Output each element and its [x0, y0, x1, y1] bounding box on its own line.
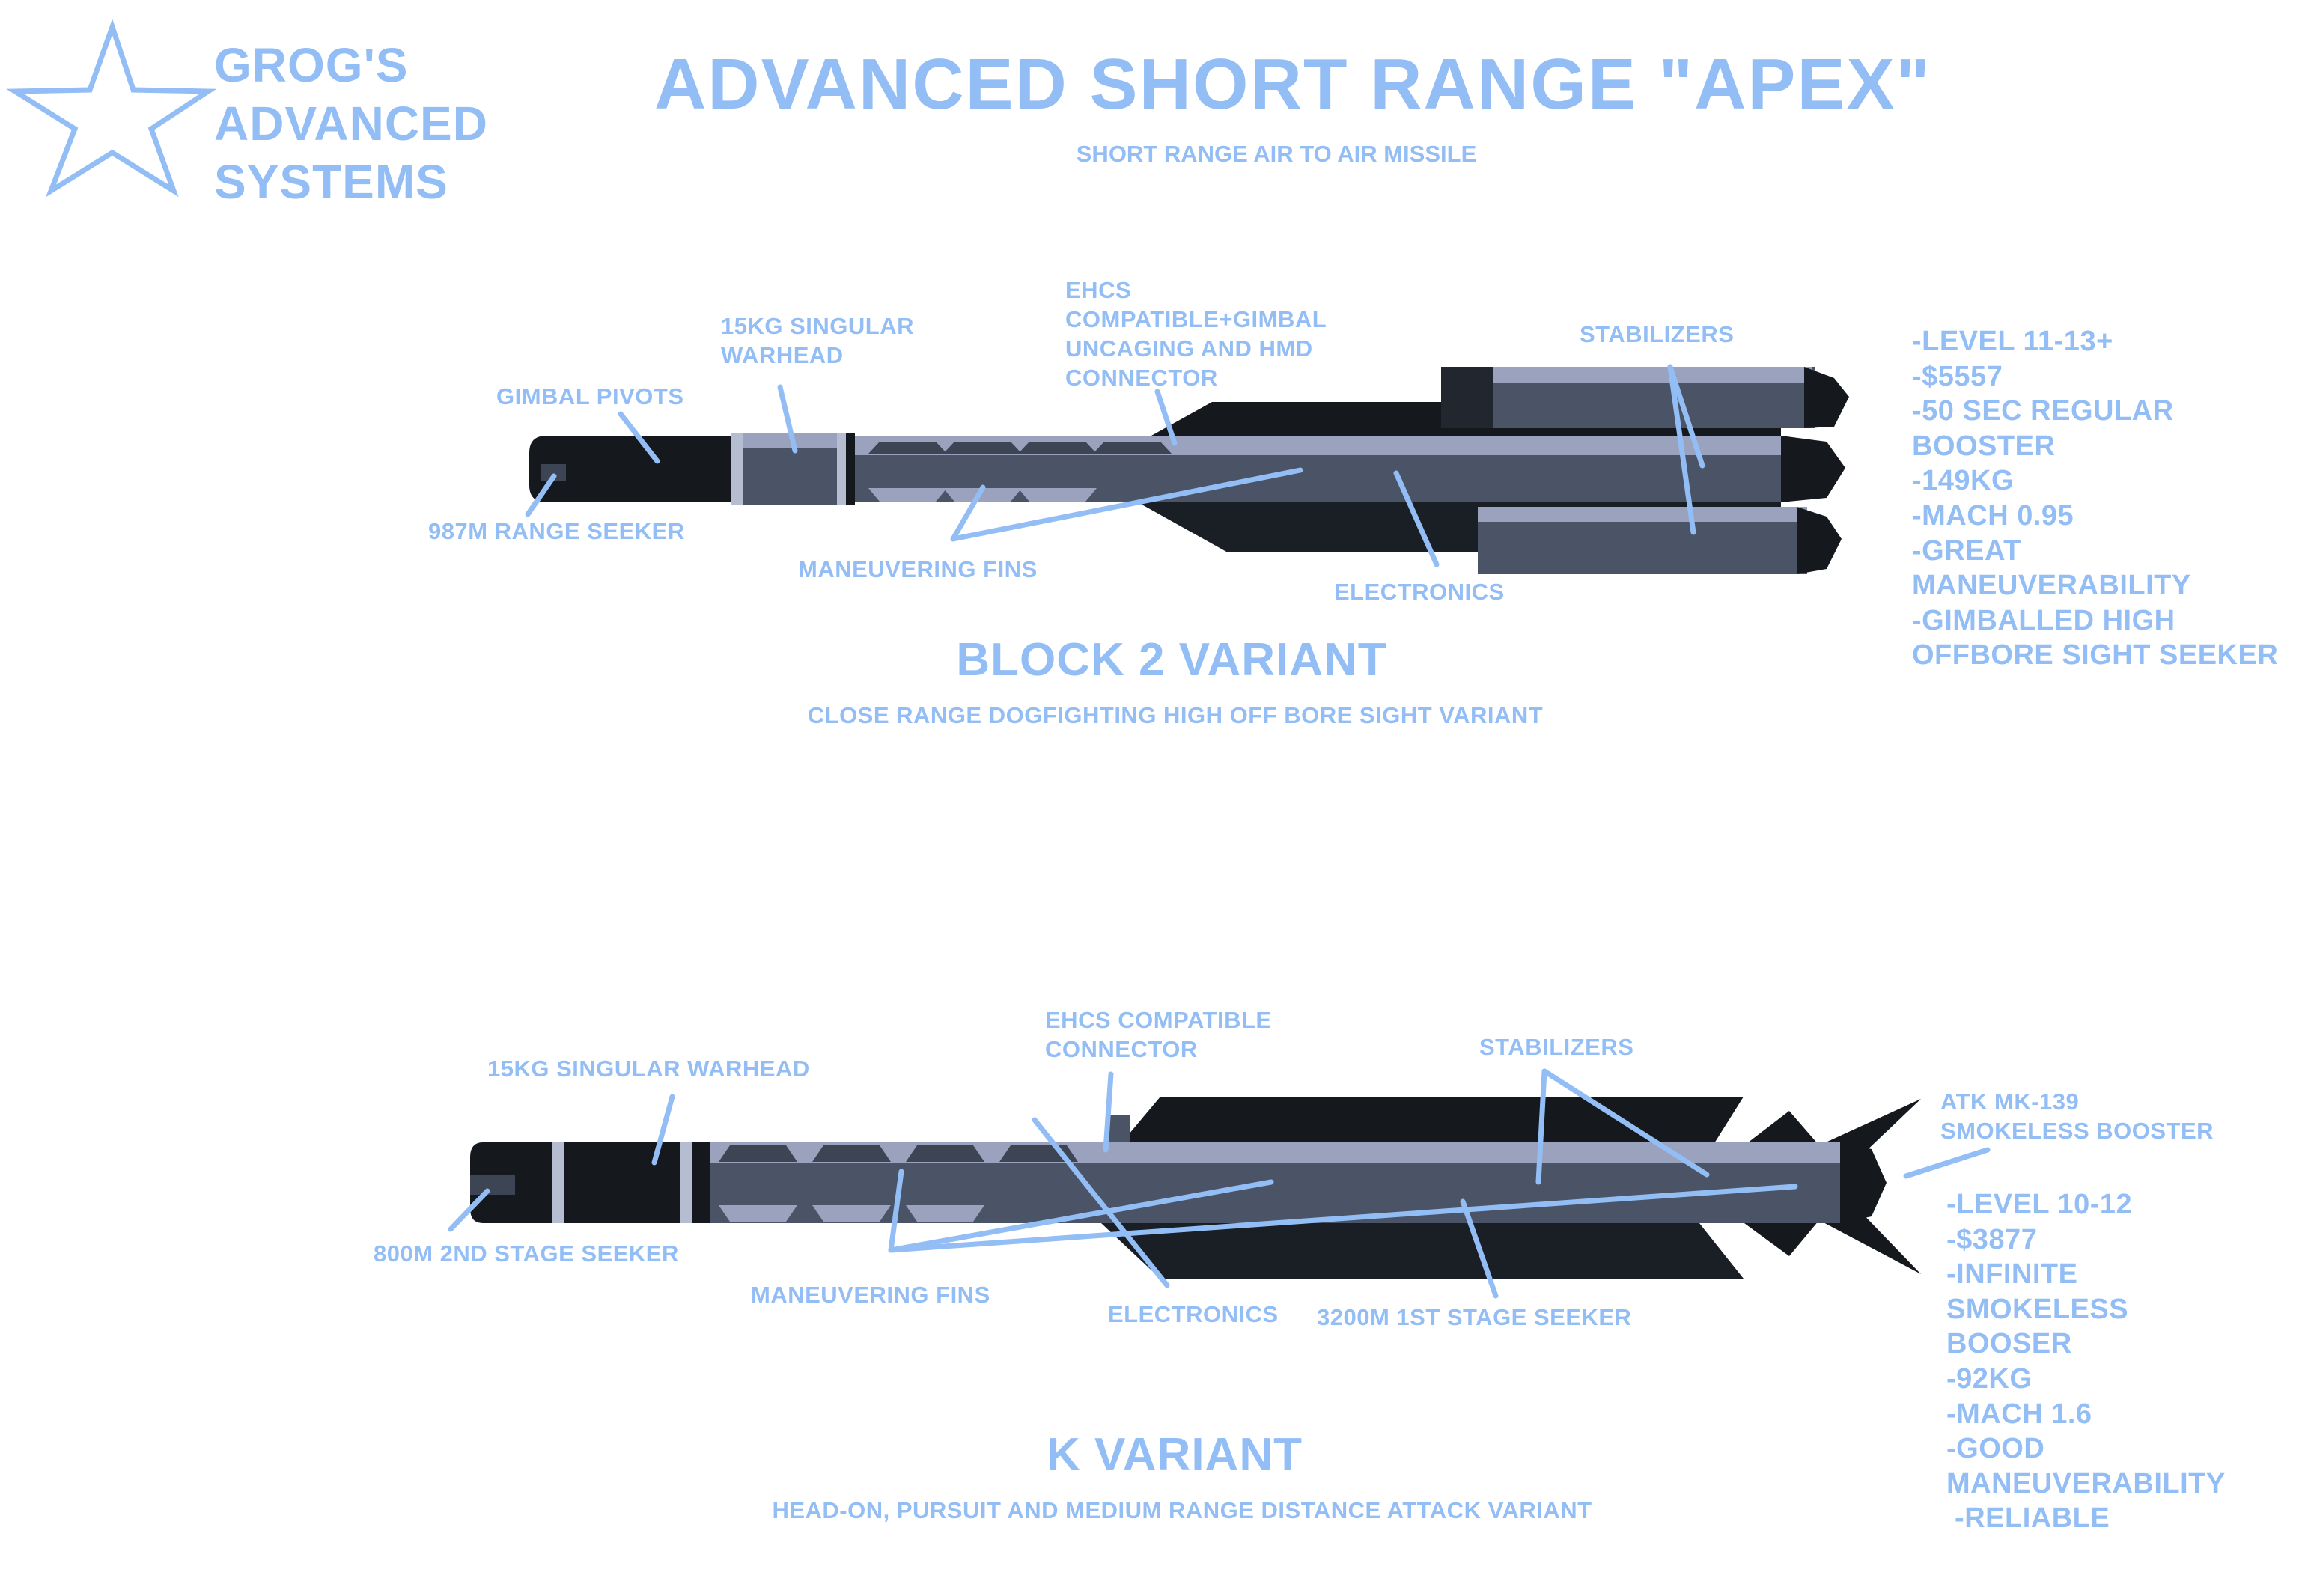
- label-line: ATK MK-139: [1940, 1088, 2080, 1115]
- label-line: CONNECTOR: [1045, 1036, 1198, 1062]
- spec-item: -GREAT: [1912, 534, 2021, 567]
- leader-electronics: [1393, 470, 1440, 567]
- leader-fins-b: [950, 467, 1303, 542]
- k-seeker-nose: [470, 1142, 710, 1223]
- block2-variant-description: CLOSE RANGE DOGFIGHTING HIGH OFF BORE SI…: [807, 702, 1544, 728]
- spec-item: -149KG: [1912, 465, 2015, 497]
- spec-item: BOOSER: [1946, 1328, 2072, 1360]
- label-warhead: 15KG SINGULAR WARHEAD: [721, 311, 914, 370]
- block2-seeker-nose: [529, 436, 739, 502]
- leader-seeker: [525, 473, 557, 517]
- block2-missile: [529, 367, 1849, 574]
- spec-item: -INFINITE: [1946, 1258, 2078, 1291]
- label-line: EHCS COMPATIBLE: [1045, 1007, 1272, 1033]
- spec-item: MANEUVERABILITY: [1946, 1467, 2226, 1499]
- spec-item: -GOOD: [1946, 1433, 2045, 1465]
- leader-warhead: [651, 1094, 675, 1166]
- label-line: SMOKELESS BOOSTER: [1940, 1118, 2214, 1144]
- label-line: CONNECTOR: [1065, 365, 1218, 391]
- k-lower-fin: [1101, 1223, 1744, 1279]
- k-specs-list: -LEVEL 10-12 -$3877 -INFINITE SMOKELESS …: [1946, 1187, 2226, 1536]
- brand-line: GROG'S: [214, 38, 409, 92]
- block2-specs-list: -LEVEL 11-13+ -$5557 -50 SEC REGULAR BOO…: [1912, 324, 2278, 673]
- leader-connector: [1154, 389, 1178, 446]
- label-line: COMPATIBLE+GIMBAL: [1065, 306, 1327, 332]
- label-line: WARHEAD: [721, 342, 844, 368]
- block2-leader-lines: [525, 364, 1705, 567]
- spec-item: SMOKELESS: [1946, 1293, 2129, 1325]
- label-connector: EHCS COMPATIBLE CONNECTOR: [1045, 1005, 1272, 1064]
- spec-item: -GIMBALLED HIGH: [1912, 604, 2175, 636]
- label-maneuvering-fins: MANEUVERING FINS: [798, 556, 1038, 582]
- k-leader-lines: [448, 1068, 1991, 1299]
- label-electronics: ELECTRONICS: [1108, 1301, 1279, 1327]
- page-subtitle: SHORT RANGE AIR TO AIR MISSILE: [1076, 141, 1477, 167]
- k-variant-title: K VARIANT: [1047, 1429, 1303, 1481]
- spec-item: -$5557: [1912, 360, 2003, 392]
- spec-item: -$3877: [1946, 1223, 2038, 1255]
- leader-stabilizers-a: [1667, 364, 1705, 469]
- label-connector: EHCS COMPATIBLE+GIMBAL UNCAGING AND HMD …: [1065, 275, 1327, 392]
- spec-item: -92KG: [1946, 1362, 2033, 1395]
- spec-item: MANEUVERABILITY: [1912, 570, 2191, 602]
- spec-item: -LEVEL 11-13+: [1912, 326, 2113, 357]
- leader-fins-c: [888, 1184, 1798, 1253]
- leader-stabilizers-a: [1535, 1068, 1547, 1185]
- k-missile: [470, 1097, 1921, 1279]
- spec-item: -RELIABLE: [1946, 1502, 2110, 1535]
- leader-2nd-stage-seeker: [448, 1188, 490, 1232]
- spec-item: BOOSTER: [1912, 430, 2056, 462]
- label-seeker: 987M RANGE SEEKER: [428, 518, 685, 544]
- block2-variant-title: BLOCK 2 VARIANT: [956, 634, 1387, 686]
- k-variant-description: HEAD-ON, PURSUIT AND MEDIUM RANGE DISTAN…: [772, 1497, 1592, 1523]
- spec-item: -MACH 1.6: [1946, 1398, 2092, 1430]
- leader-booster: [1903, 1147, 1991, 1179]
- label-1st-stage-seeker: 3200M 1ST STAGE SEEKER: [1317, 1304, 1632, 1330]
- leader-stabilizers-b: [1667, 364, 1696, 535]
- spec-item: -MACH 0.95: [1912, 499, 2074, 532]
- label-warhead: 15KG SINGULAR WARHEAD: [487, 1056, 810, 1082]
- label-maneuvering-fins: MANEUVERING FINS: [751, 1282, 990, 1308]
- leader-1st-stage-seeker: [1460, 1198, 1499, 1299]
- spec-item: -LEVEL 10-12: [1946, 1189, 2133, 1220]
- brand-name: GROG'S ADVANCED SYSTEMS: [214, 36, 488, 211]
- leader-gimbal-pivots: [618, 411, 660, 464]
- page-title: ADVANCED SHORT RANGE "APEX": [654, 44, 1932, 124]
- label-2nd-stage-seeker: 800M 2ND STAGE SEEKER: [374, 1240, 679, 1267]
- label-gimbal-pivots: GIMBAL PIVOTS: [496, 383, 684, 409]
- leader-electronics: [1032, 1117, 1170, 1288]
- brand-line: ADVANCED: [214, 97, 488, 150]
- leader-warhead: [777, 384, 798, 454]
- leader-connector: [1103, 1071, 1114, 1153]
- brand-line: SYSTEMS: [214, 155, 448, 209]
- label-electronics: ELECTRONICS: [1334, 579, 1505, 605]
- leader-stabilizers-b: [1541, 1068, 1710, 1178]
- label-line: EHCS: [1065, 277, 1132, 303]
- star-outline-icon: [6, 19, 217, 198]
- spec-item: -50 SEC REGULAR: [1912, 395, 2174, 427]
- label-booster: ATK MK-139 SMOKELESS BOOSTER: [1940, 1087, 2214, 1145]
- leader-fins-b: [888, 1179, 1274, 1253]
- leader-fins-a: [950, 484, 986, 542]
- label-line: UNCAGING AND HMD: [1065, 335, 1313, 362]
- spec-item: OFFBORE SIGHT SEEKER: [1912, 639, 2279, 671]
- leader-fins-a: [888, 1169, 904, 1253]
- label-line: 15KG SINGULAR: [721, 313, 914, 339]
- label-stabilizers: STABILIZERS: [1479, 1034, 1634, 1060]
- label-stabilizers: STABILIZERS: [1580, 321, 1735, 347]
